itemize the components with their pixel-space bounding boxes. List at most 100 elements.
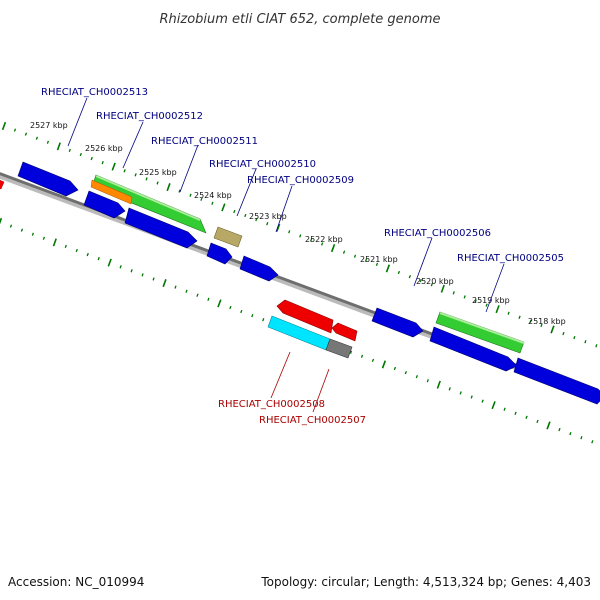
- gene-block-olive[interactable]: [213, 226, 243, 248]
- minor-tick: [299, 234, 302, 238]
- minor-tick: [507, 311, 510, 315]
- tick-label-2527: 2527 kbp: [30, 121, 68, 130]
- minor-tick: [134, 173, 137, 177]
- major-tick: [56, 142, 61, 151]
- gene-arrow-reverse[interactable]: [331, 322, 358, 342]
- leader-line: [312, 368, 330, 413]
- minor-tick: [518, 315, 521, 319]
- major-tick: [217, 299, 222, 308]
- outer-tick-track: [1, 121, 598, 348]
- minor-tick: [595, 344, 598, 348]
- minor-tick: [75, 248, 78, 253]
- gene-arrow-forward[interactable]: [371, 307, 424, 338]
- minor-tick: [320, 242, 324, 246]
- tick-label-2525: 2525 kbp: [139, 168, 177, 177]
- gene-features: [0, 161, 600, 405]
- gene-label-rheciat-ch0002508[interactable]: RHECIAT_CH0002508: [218, 399, 325, 410]
- minor-tick: [540, 323, 543, 328]
- minor-tick: [79, 152, 82, 157]
- minor-tick: [397, 270, 401, 275]
- leader-line: [275, 185, 293, 233]
- minor-tick: [404, 370, 408, 375]
- major-tick: [166, 183, 171, 192]
- major-tick: [436, 380, 441, 389]
- gene-block-grey[interactable]: [325, 338, 353, 359]
- minor-tick: [101, 160, 104, 165]
- gene-label-rheciat-ch0002507[interactable]: RHECIAT_CH0002507: [259, 415, 366, 426]
- minor-tick: [119, 265, 122, 269]
- tick-label-2519: 2519 kbp: [472, 296, 510, 305]
- minor-tick: [90, 156, 93, 161]
- leader-line: [179, 144, 199, 193]
- minor-tick: [569, 431, 572, 436]
- gene-block-orange[interactable]: [90, 179, 133, 205]
- minor-tick: [514, 411, 517, 415]
- gene-arrow-edge-red[interactable]: [0, 178, 5, 190]
- genome-summary: Topology: circular; Length: 4,513,324 bp…: [260, 575, 591, 589]
- minor-tick: [97, 256, 100, 261]
- leader-line: [122, 121, 144, 169]
- gene-arrow-reverse[interactable]: [276, 299, 334, 334]
- minor-tick: [13, 128, 17, 132]
- gene-label-rheciat-ch0002509[interactable]: RHECIAT_CH0002509: [247, 175, 354, 186]
- minor-tick: [536, 419, 539, 424]
- map-title: Rhizobium etli CIAT 652, complete genome: [160, 12, 441, 27]
- gene-label-rheciat-ch0002506[interactable]: RHECIAT_CH0002506: [384, 228, 491, 239]
- gene-arrow-forward[interactable]: [513, 357, 600, 405]
- minor-tick: [42, 236, 46, 240]
- gene-label-rheciat-ch0002505[interactable]: RHECIAT_CH0002505: [457, 253, 564, 264]
- tick-label-2522: 2522 kbp: [305, 235, 343, 244]
- major-tick: [162, 279, 167, 288]
- minor-tick: [178, 189, 181, 193]
- gene-arrow-forward[interactable]: [17, 161, 79, 197]
- minor-tick: [233, 209, 236, 214]
- gene-label-rheciat-ch0002513[interactable]: RHECIAT_CH0002513: [41, 87, 148, 98]
- gene-label-rheciat-ch0002511[interactable]: RHECIAT_CH0002511: [151, 136, 258, 147]
- minor-tick: [529, 319, 532, 323]
- minor-tick: [20, 228, 24, 232]
- minor-tick: [35, 136, 39, 140]
- minor-tick: [189, 193, 192, 197]
- minor-tick: [309, 238, 313, 242]
- gene-label-rheciat-ch0002512[interactable]: RHECIAT_CH0002512: [96, 111, 203, 122]
- minor-tick: [141, 273, 144, 277]
- minor-tick: [485, 303, 488, 307]
- minor-tick: [558, 427, 561, 432]
- major-tick: [52, 238, 57, 247]
- minor-tick: [9, 224, 13, 228]
- minor-tick: [408, 274, 412, 279]
- major-tick: [0, 217, 3, 225]
- minor-tick: [573, 335, 576, 340]
- gene-arrow-forward[interactable]: [239, 255, 279, 282]
- gene-arrow-forward[interactable]: [124, 207, 198, 249]
- tick-label-2520: 2520 kbp: [416, 277, 454, 286]
- minor-tick: [481, 399, 484, 403]
- minor-tick: [562, 331, 565, 336]
- minor-tick: [525, 415, 528, 419]
- leader-line: [413, 237, 433, 287]
- tick-label-2521: 2521 kbp: [360, 255, 398, 264]
- leader-line: [236, 168, 257, 217]
- gene-labels: RHECIAT_CH0002513 RHECIAT_CH0002512 RHEC…: [41, 87, 564, 426]
- gene-label-rheciat-ch0002510[interactable]: RHECIAT_CH0002510: [209, 159, 316, 170]
- gene-arrow-forward[interactable]: [206, 242, 233, 265]
- minor-tick: [580, 436, 583, 440]
- gene-arrow-forward[interactable]: [83, 190, 126, 219]
- minor-tick: [426, 379, 429, 383]
- minor-tick: [364, 258, 368, 262]
- minor-tick: [251, 313, 254, 318]
- minor-tick: [156, 181, 159, 185]
- minor-tick: [174, 285, 177, 289]
- minor-tick: [266, 222, 269, 226]
- tick-label-2518: 2518 kbp: [528, 317, 566, 326]
- major-tick: [495, 305, 500, 314]
- major-tick: [330, 244, 336, 253]
- minor-tick: [503, 407, 506, 411]
- minor-tick: [255, 217, 258, 222]
- gene-arrow-forward[interactable]: [429, 326, 518, 372]
- minor-tick: [353, 254, 357, 258]
- minor-tick: [68, 148, 71, 153]
- minor-tick: [463, 295, 466, 299]
- minor-tick: [452, 291, 455, 295]
